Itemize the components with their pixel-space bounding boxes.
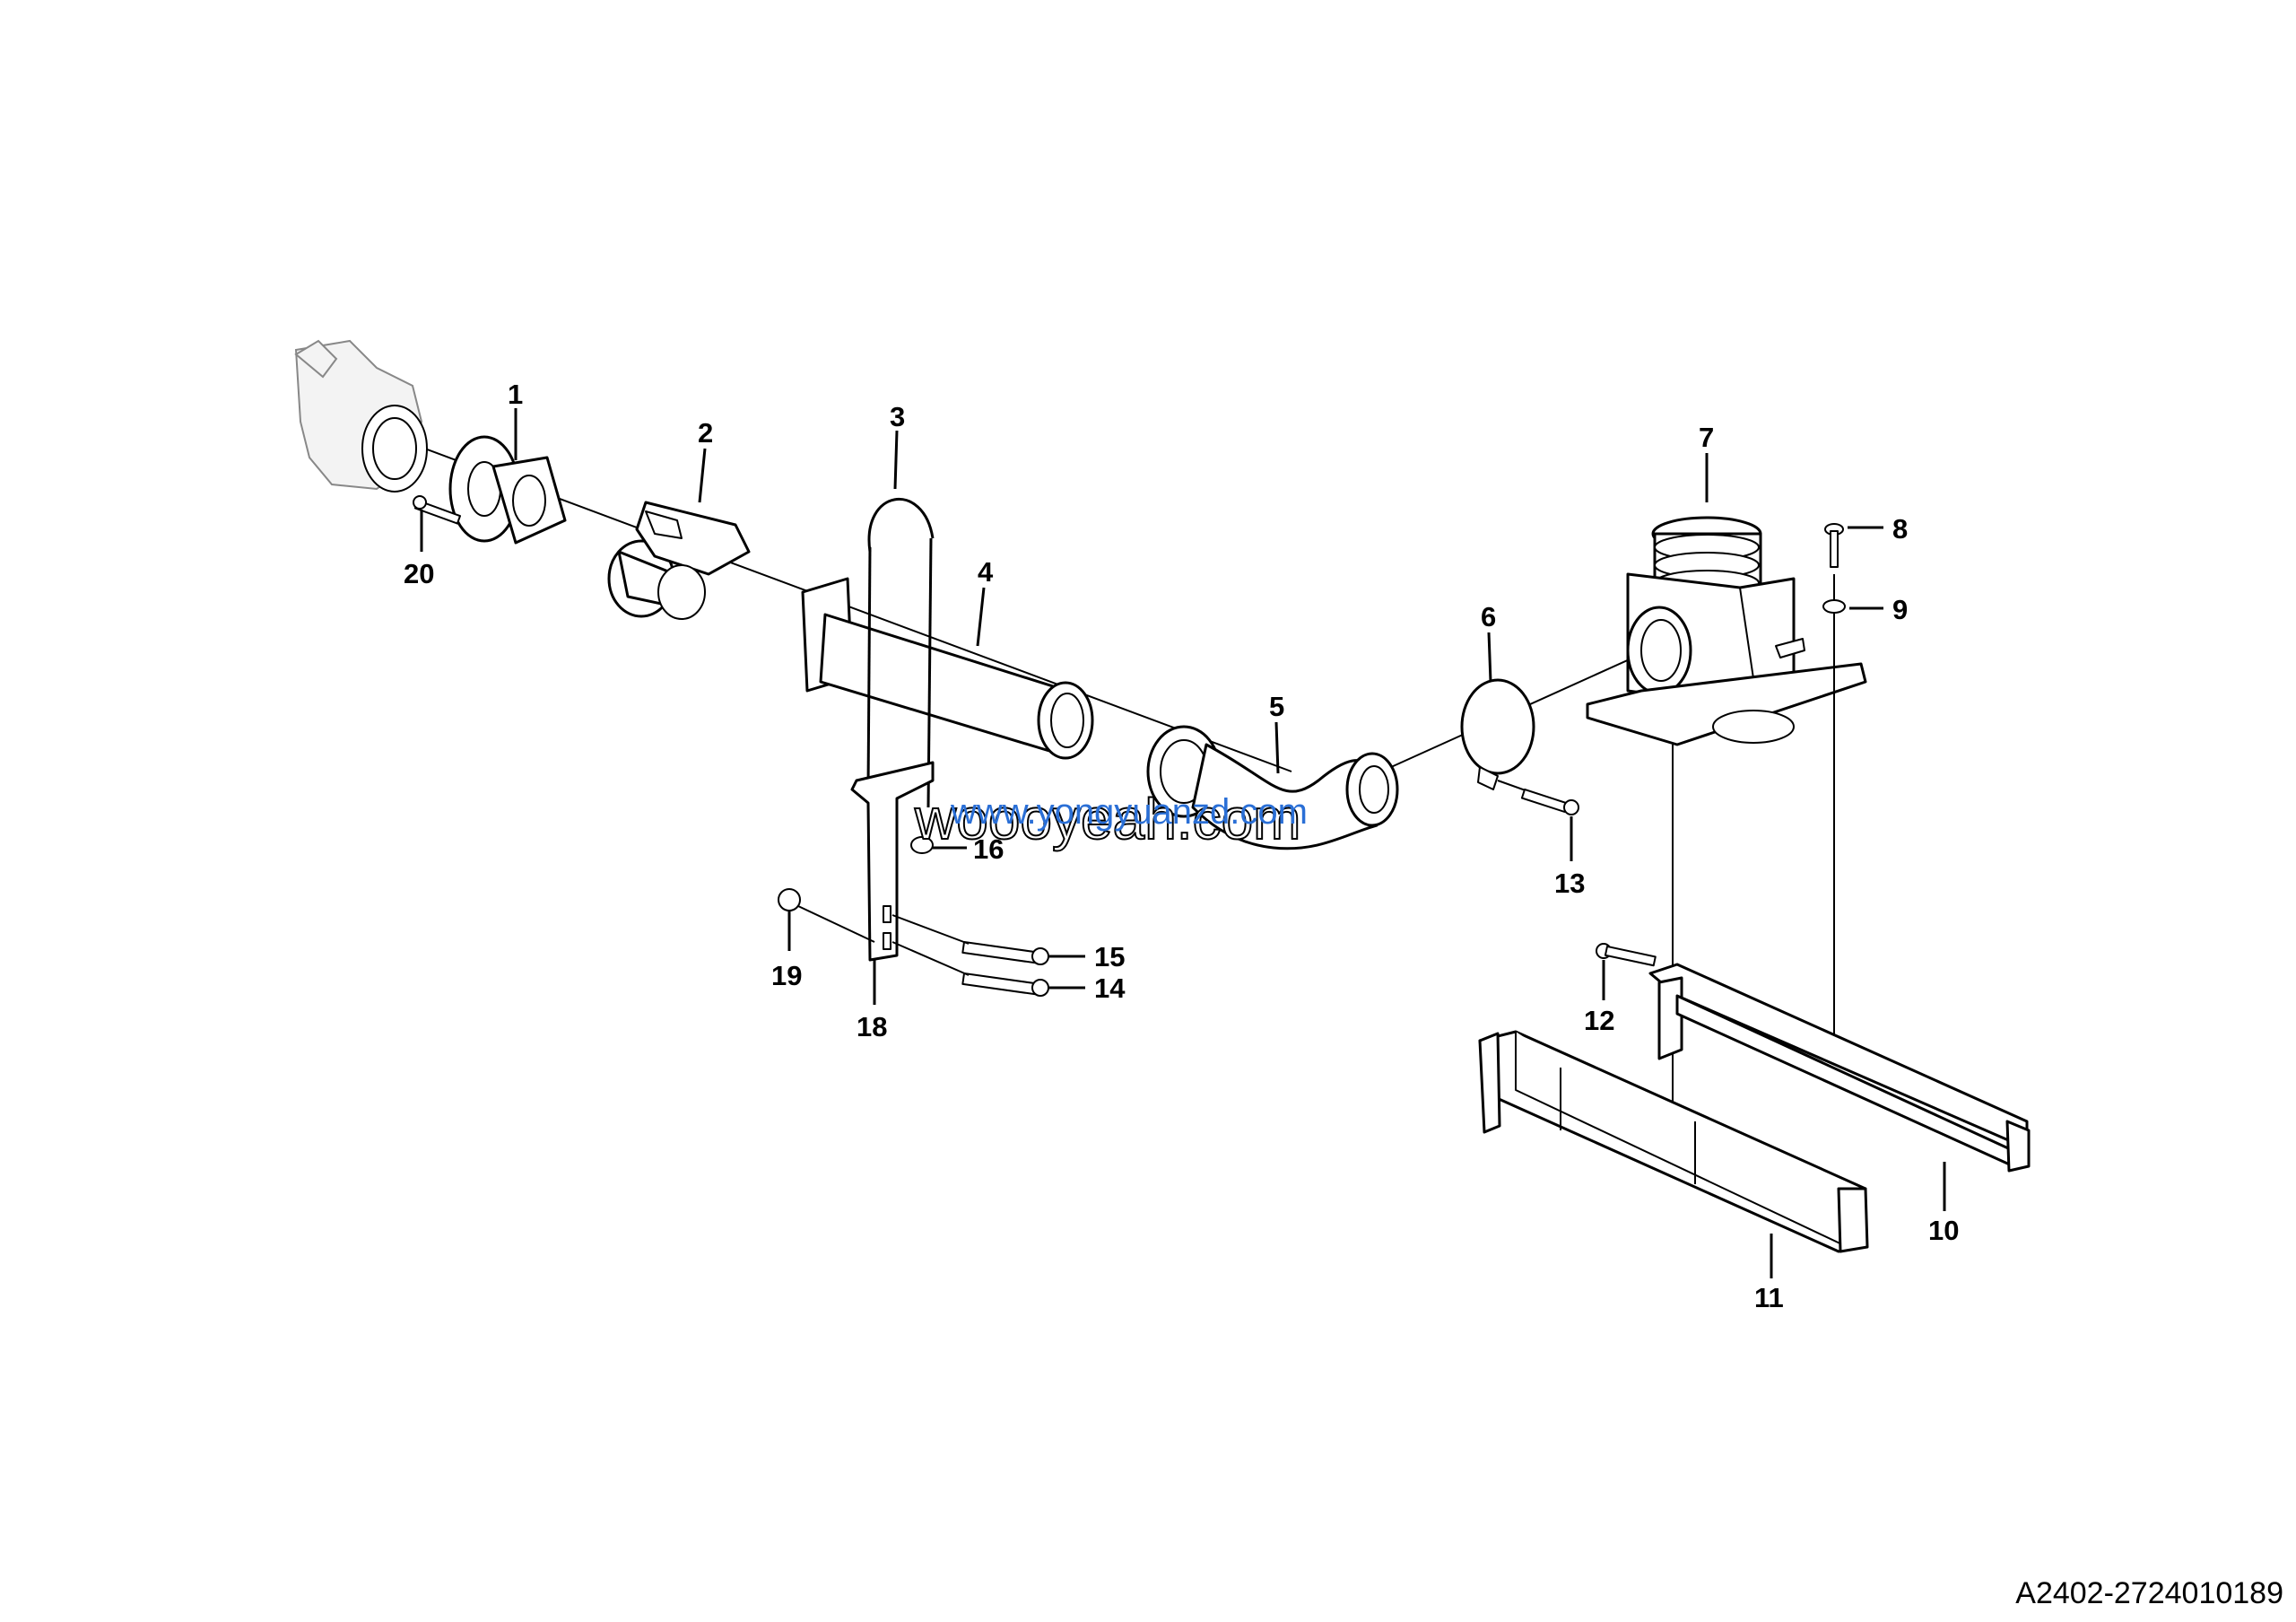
callout-13: 13 bbox=[1554, 868, 1585, 899]
part-2-exhaust-brake bbox=[607, 501, 751, 620]
part-7-muffler bbox=[1586, 516, 1867, 746]
callout-18: 18 bbox=[857, 1011, 887, 1042]
part-15-bolt bbox=[891, 914, 1049, 965]
callout-15: 15 bbox=[1094, 941, 1125, 972]
callout-19: 19 bbox=[771, 960, 802, 991]
callout-7: 7 bbox=[1699, 422, 1714, 453]
callout-labels: 1 2 3 4 5 6 7 8 9 10 11 12 13 14 15 16 1… bbox=[404, 379, 1959, 1313]
callout-11: 11 bbox=[1754, 1282, 1784, 1313]
part-11-channel-frame bbox=[1478, 1030, 1869, 1253]
part-13-bolt bbox=[1497, 780, 1579, 815]
part-1-flange bbox=[448, 435, 567, 545]
part-14-bolt bbox=[891, 941, 1049, 997]
leader-lines bbox=[420, 408, 1946, 1278]
callout-20: 20 bbox=[404, 558, 434, 589]
callout-2: 2 bbox=[698, 417, 713, 449]
callout-14: 14 bbox=[1094, 972, 1126, 1004]
part-10-frame-rail bbox=[1648, 963, 2031, 1173]
callout-9: 9 bbox=[1892, 594, 1908, 625]
callout-6: 6 bbox=[1481, 601, 1496, 632]
part-9-washer bbox=[1822, 599, 1846, 614]
part-5-s-bend-pipe bbox=[1146, 725, 1399, 850]
part-18-bracket bbox=[850, 761, 935, 962]
part-16-nut bbox=[910, 836, 934, 854]
turbocharger-outline bbox=[294, 339, 428, 493]
callout-16: 16 bbox=[973, 833, 1004, 865]
callout-4: 4 bbox=[978, 556, 994, 588]
part-8-bolt bbox=[1824, 523, 1844, 1063]
part-6-band-clamp bbox=[1460, 678, 1535, 790]
part-19-nut bbox=[778, 888, 875, 943]
part-20-bolt bbox=[413, 495, 461, 525]
callout-1: 1 bbox=[508, 379, 523, 410]
drawing-number: A2402-2724010189 bbox=[2015, 1576, 2283, 1610]
callout-3: 3 bbox=[890, 401, 905, 432]
watermark-outline-text: woooyeah.com bbox=[914, 787, 1300, 851]
callout-10: 10 bbox=[1928, 1215, 1959, 1246]
part-12-bolt bbox=[1596, 943, 1657, 967]
watermark: woooyeah.com www.yongyuanzd.com bbox=[913, 786, 1308, 852]
callout-5: 5 bbox=[1269, 691, 1284, 722]
part-4-straight-pipe bbox=[801, 577, 1094, 760]
callout-8: 8 bbox=[1892, 513, 1908, 545]
callout-12: 12 bbox=[1584, 1005, 1614, 1036]
watermark-overlay-text: www.yongyuanzd.com bbox=[950, 792, 1308, 832]
